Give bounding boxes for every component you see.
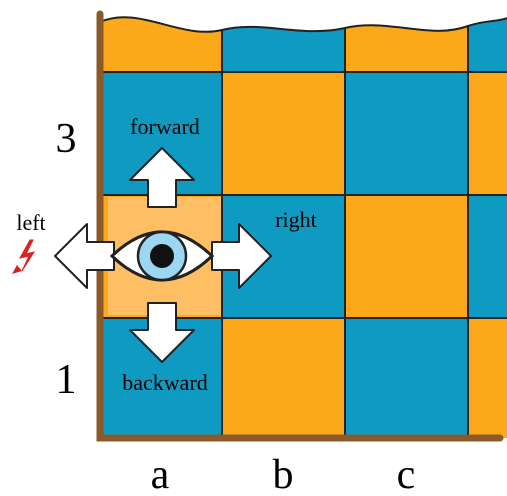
board-top-edge [99, 16, 507, 33]
square [100, 17, 222, 72]
file-label-c: c [397, 452, 416, 496]
lightning-bolt-tip [12, 265, 22, 274]
rank-label-3: 3 [56, 116, 77, 162]
square-b1 [222, 318, 345, 438]
square [345, 17, 468, 72]
file-label-b: b [273, 452, 294, 496]
square [222, 17, 345, 72]
square-c3 [345, 72, 468, 195]
square [468, 195, 507, 318]
square-c2 [345, 195, 468, 318]
left-label: left [16, 210, 45, 235]
backward-label: backward [122, 370, 208, 395]
rank-label-1: 1 [56, 357, 77, 403]
forward-label: forward [130, 114, 200, 139]
lightning-bolt-icon [19, 239, 36, 272]
square-b3 [222, 72, 345, 195]
square [468, 318, 507, 438]
square [468, 72, 507, 195]
square-c1 [345, 318, 468, 438]
board-border [96, 10, 504, 442]
square [468, 17, 507, 72]
arrow-up-icon [129, 147, 195, 208]
right-label: right [275, 207, 317, 232]
arrow-down-icon [129, 302, 195, 363]
eye-icon [109, 230, 215, 282]
file-label-a: a [151, 452, 170, 496]
